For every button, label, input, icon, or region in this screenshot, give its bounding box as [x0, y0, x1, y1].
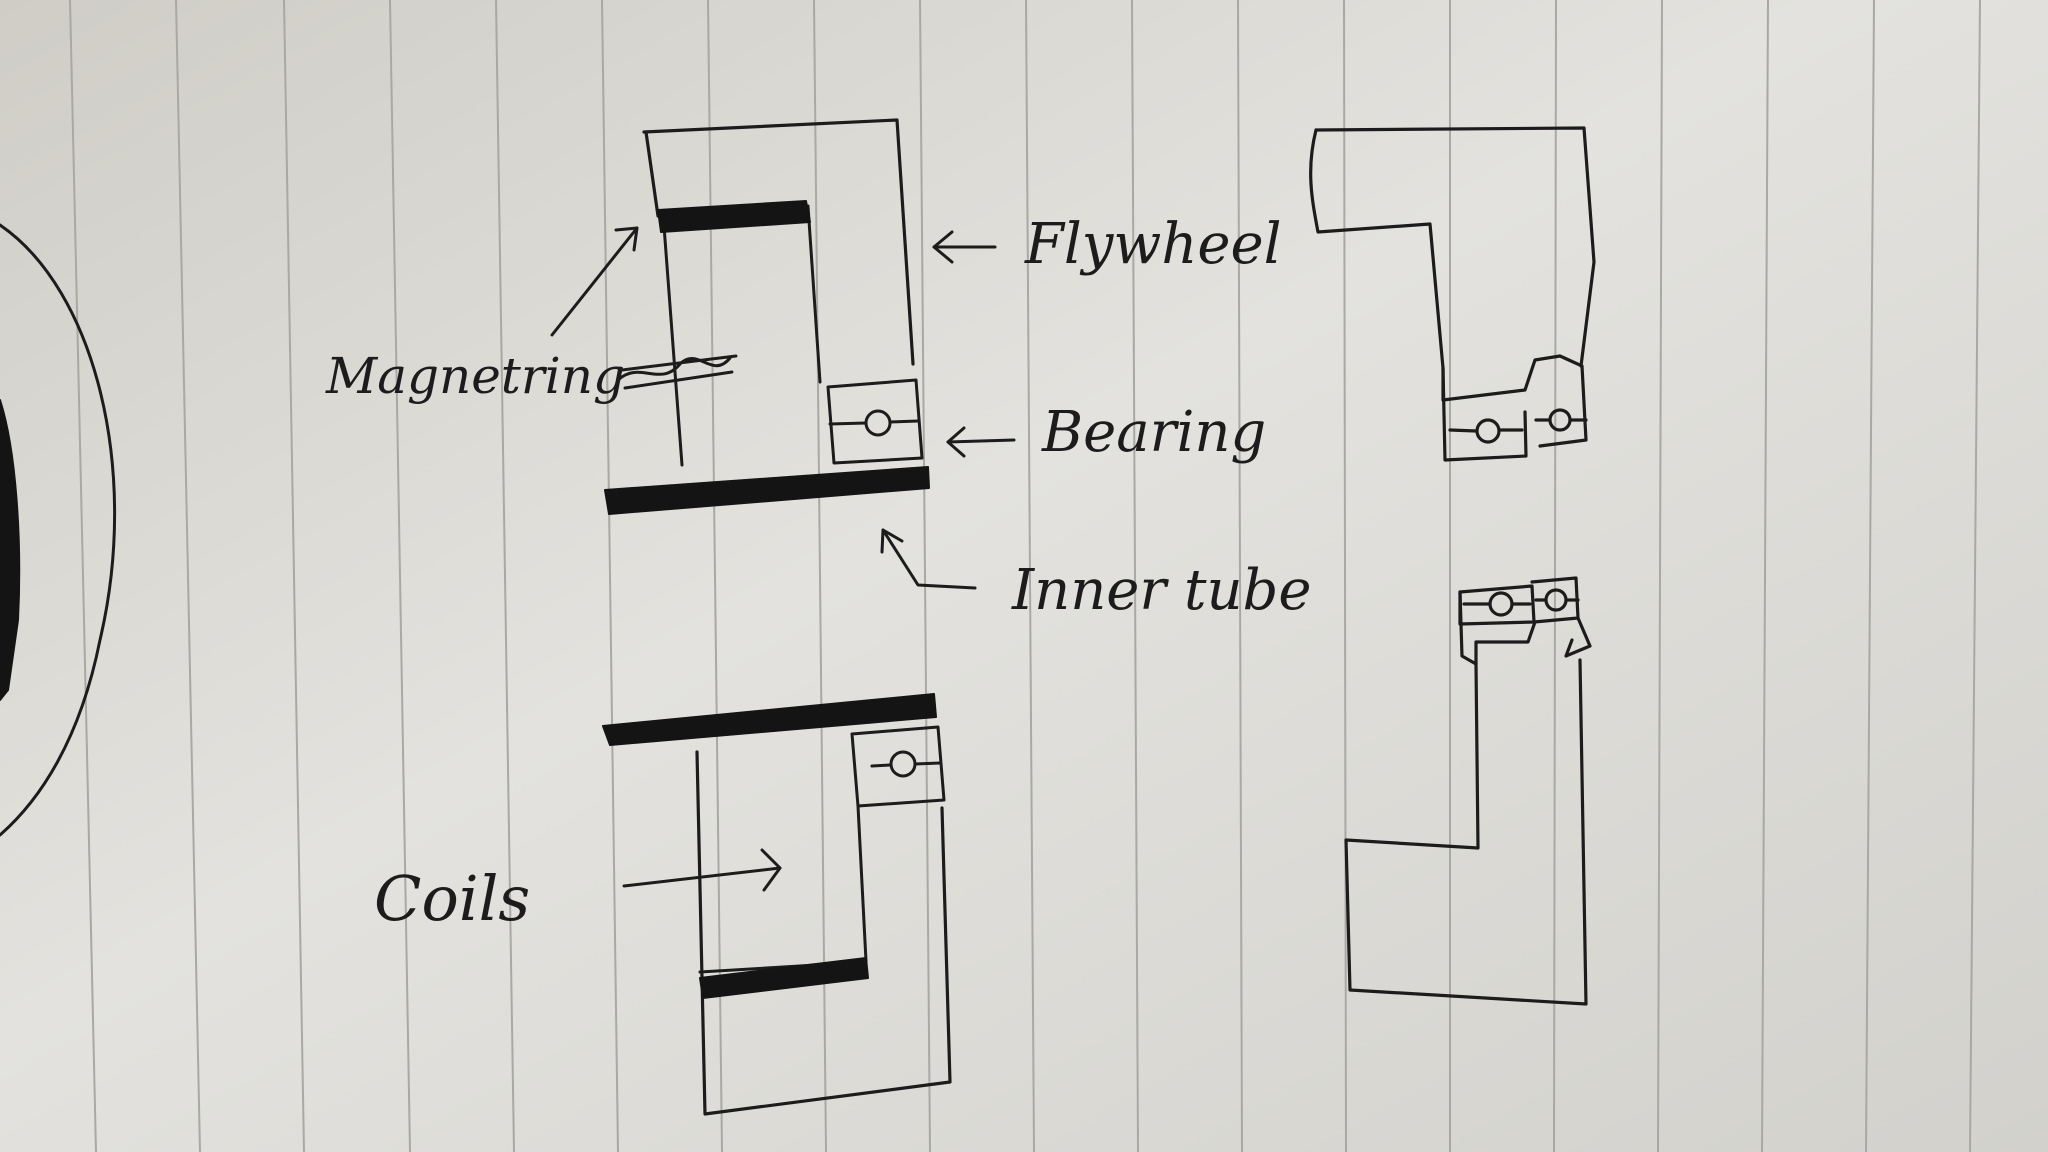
inner-tube-label: Inner tube: [1011, 558, 1312, 623]
right-lower-section: [1344, 576, 1592, 1006]
inner-tube-upper: [604, 466, 930, 515]
bearing-top: [826, 378, 924, 465]
flywheel-cross-section: [642, 118, 915, 467]
right-upper-section: [1309, 126, 1596, 462]
magnet-ring-arrow: [550, 226, 639, 337]
crossed-out-scribble: [616, 354, 738, 390]
ruled-lines: [69, 0, 1981, 1152]
coils: [699, 957, 869, 999]
bearing-bottom: [850, 725, 946, 808]
magnet-ring-label: Magnetring: [325, 347, 625, 405]
magnet-ring: [657, 200, 811, 233]
bearing-label: Bearing: [1041, 400, 1266, 465]
coils-arrow: [622, 848, 782, 892]
bearing-arrow: [946, 426, 1016, 458]
flywheel-label: Flywheel: [1024, 212, 1282, 277]
inner-tube-lower: [602, 693, 937, 746]
flywheel-arrow: [932, 230, 997, 264]
partial-circle-sketch: [0, 223, 117, 837]
inner-tube-arrow: [880, 528, 977, 590]
coils-label: Coils: [374, 862, 530, 935]
